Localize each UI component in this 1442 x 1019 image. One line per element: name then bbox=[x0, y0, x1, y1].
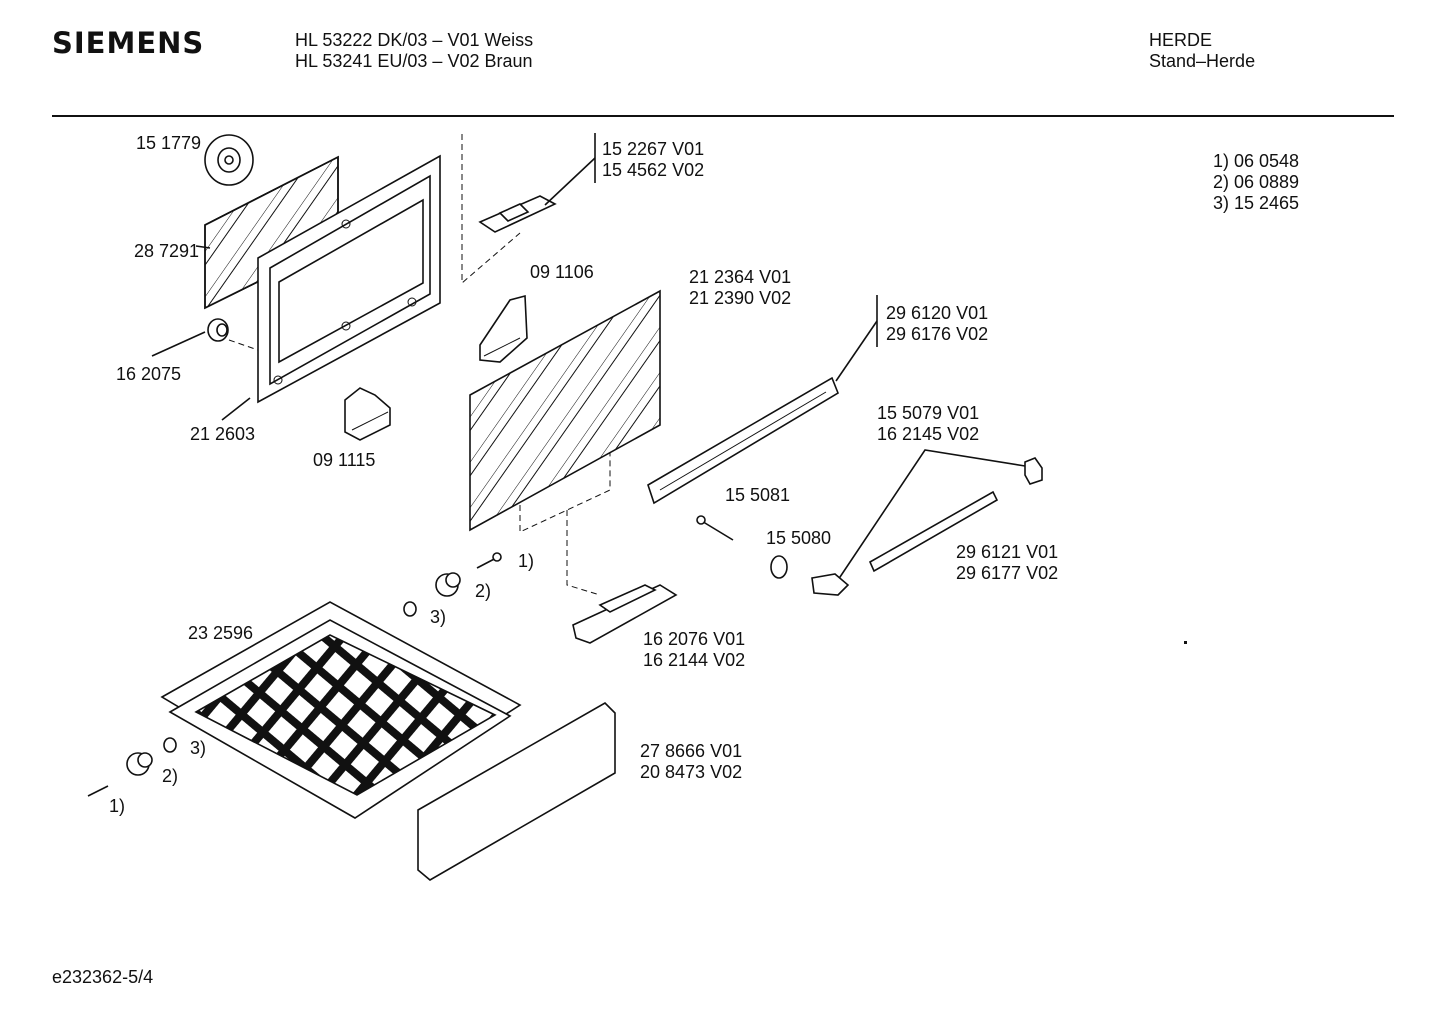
washer-155080 bbox=[770, 555, 788, 579]
category-line-2: Stand–Herde bbox=[1149, 51, 1256, 71]
label-group-152267: 15 2267 V01 15 4562 V02 bbox=[602, 139, 704, 181]
label-162075: 16 2075 bbox=[116, 364, 182, 384]
ref-3-upper: 3) bbox=[430, 607, 447, 627]
knob-162075 bbox=[207, 318, 229, 342]
label-162145: 16 2145 V02 bbox=[877, 424, 980, 444]
label-232596: 23 2596 bbox=[188, 623, 254, 643]
siemens-logo: SIEMENS bbox=[52, 26, 205, 60]
ref-2-lower: 2) bbox=[162, 766, 179, 786]
label-group-296121: 29 6121 V01 29 6177 V02 bbox=[956, 542, 1058, 584]
bracket-155079 bbox=[1024, 457, 1043, 485]
label-155080: 15 5080 bbox=[766, 528, 832, 548]
drawer-tray-232596 bbox=[160, 601, 522, 819]
label-208473: 20 8473 V02 bbox=[640, 762, 743, 782]
label-group-212364: 21 2364 V01 21 2390 V02 bbox=[689, 267, 791, 309]
footnote-list: 1) 06 0548 2) 06 0889 3) 15 2465 bbox=[1213, 151, 1299, 214]
label-287291: 28 7291 bbox=[134, 241, 200, 261]
rail-296120 bbox=[647, 376, 839, 505]
label-group-162076: 16 2076 V01 16 2144 V02 bbox=[643, 629, 745, 671]
door-frame-212603 bbox=[257, 154, 441, 404]
label-091106: 09 1106 bbox=[530, 262, 594, 282]
header-divider bbox=[52, 115, 1394, 117]
support-162076 bbox=[572, 584, 678, 644]
category-info: HERDE Stand–Herde bbox=[1149, 30, 1255, 72]
label-151779: 15 1779 bbox=[136, 133, 202, 153]
cap-151779 bbox=[204, 134, 254, 186]
document-id: e232362-5/4 bbox=[52, 967, 154, 987]
label-group-296120: 29 6120 V01 29 6176 V02 bbox=[886, 303, 988, 345]
label-278666: 27 8666 V01 bbox=[640, 741, 743, 761]
label-296121: 29 6121 V01 bbox=[956, 542, 1059, 562]
label-212603: 21 2603 bbox=[190, 424, 256, 444]
label-296176: 29 6176 V02 bbox=[886, 324, 989, 344]
label-162144: 16 2144 V02 bbox=[643, 650, 746, 670]
footnote-1: 1) 06 0548 bbox=[1213, 151, 1300, 171]
fastener-group-upper bbox=[403, 552, 502, 617]
label-296177: 29 6177 V02 bbox=[956, 563, 1059, 583]
label-162076: 16 2076 V01 bbox=[643, 629, 746, 649]
ref-1-lower: 1) bbox=[109, 796, 126, 816]
fastener-group-lower bbox=[87, 737, 177, 797]
screw-155081 bbox=[696, 515, 734, 541]
hinge-091115 bbox=[344, 387, 391, 441]
footnote-3: 3) 15 2465 bbox=[1213, 193, 1300, 213]
model-line-2: HL 53241 EU/03 – V02 Braun bbox=[295, 51, 533, 71]
stray-dot bbox=[1184, 641, 1187, 644]
ref-2-upper: 2) bbox=[475, 581, 492, 601]
clip-part bbox=[811, 573, 850, 596]
trim-strip-296121 bbox=[868, 490, 999, 573]
label-154562: 15 4562 V02 bbox=[602, 160, 705, 180]
label-152267: 15 2267 V01 bbox=[602, 139, 705, 159]
label-212364: 21 2364 V01 bbox=[689, 267, 792, 287]
label-212390: 21 2390 V02 bbox=[689, 288, 792, 308]
category-line-1: HERDE bbox=[1149, 30, 1213, 50]
label-group-155079: 15 5079 V01 16 2145 V02 bbox=[877, 403, 979, 445]
model-line-1: HL 53222 DK/03 – V01 Weiss bbox=[295, 30, 534, 50]
latch-152267 bbox=[478, 195, 557, 233]
inner-glass-212364 bbox=[469, 289, 661, 532]
label-155079: 15 5079 V01 bbox=[877, 403, 980, 423]
ref-3-lower: 3) bbox=[190, 738, 207, 758]
hinge-091106 bbox=[479, 294, 528, 363]
label-296120: 29 6120 V01 bbox=[886, 303, 989, 323]
footnote-2: 2) 06 0889 bbox=[1213, 172, 1300, 192]
drawer-front-278666 bbox=[417, 702, 616, 881]
ref-1-upper: 1) bbox=[518, 551, 535, 571]
model-info: HL 53222 DK/03 – V01 Weiss HL 53241 EU/0… bbox=[295, 30, 533, 72]
label-155081: 15 5081 bbox=[725, 485, 791, 505]
label-group-278666: 27 8666 V01 20 8473 V02 bbox=[640, 741, 742, 783]
label-091115: 09 1115 bbox=[313, 450, 376, 470]
